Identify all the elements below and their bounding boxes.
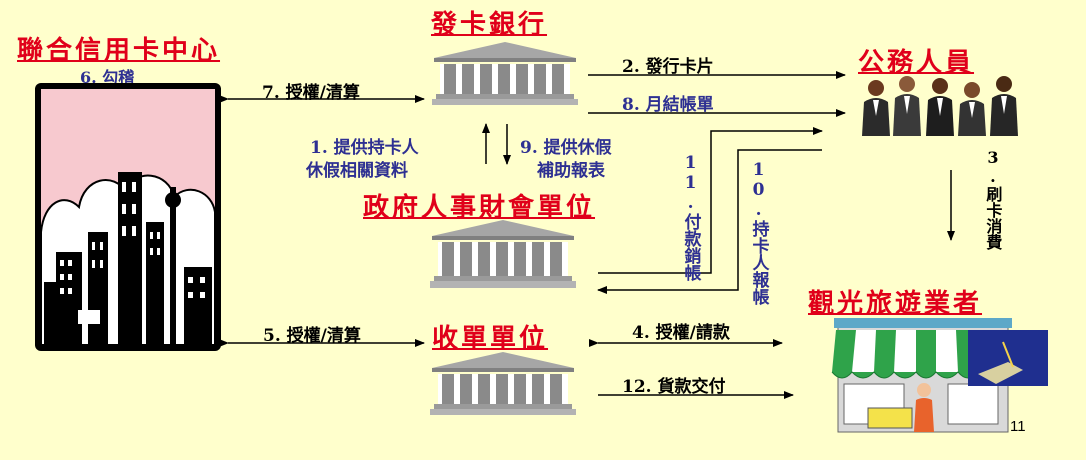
city-skyline-icon <box>35 83 221 351</box>
businessmen-icon <box>862 76 1018 136</box>
page-number: 11 <box>1010 418 1026 435</box>
label-auth-clear-5: 5. 授權/清算 <box>263 326 361 346</box>
label-issue-card: 2. 發行卡片 <box>622 57 714 77</box>
bank-building-icon <box>430 352 576 415</box>
arrow-report <box>597 149 822 294</box>
label-payment-delivery: 12. 貨款交付 <box>622 377 726 397</box>
label-monthly-statement: 8. 月結帳單 <box>622 95 714 115</box>
label-auth-request: 4. 授權/請款 <box>632 323 730 343</box>
label-auth-clear-7: 7. 授權/清算 <box>262 83 360 103</box>
label-subsidy-1: 9. 提供休假 <box>520 138 612 158</box>
label-subsidy-2: 補助報表 <box>537 161 605 181</box>
label-report: 10.持卡人報帳 <box>748 160 769 305</box>
arrow-payment <box>598 127 823 274</box>
bank-building-icon <box>432 42 578 105</box>
bank-building-icon <box>430 220 576 288</box>
label-swipe: 3.刷卡消費 <box>983 148 1003 250</box>
civil-servants-title: 公務人員 <box>858 48 975 78</box>
issuing-bank-title: 發卡銀行 <box>431 10 548 40</box>
card-center-title: 聯合信用卡中心 <box>17 36 221 66</box>
label-provide-data-2: 休假相關資料 <box>306 161 408 181</box>
label-provide-data-1: 1. 提供持卡人 <box>310 138 419 158</box>
label-payment: 11.付款銷帳 <box>680 153 701 281</box>
label-reconcile: 6. 勾稽 <box>80 68 135 87</box>
gov-personnel-title: 政府人事財會單位 <box>363 193 596 223</box>
storefront-icon <box>831 318 1048 433</box>
tourism-title: 觀光旅遊業者 <box>808 289 983 319</box>
acquirer-title: 收單單位 <box>432 324 549 354</box>
